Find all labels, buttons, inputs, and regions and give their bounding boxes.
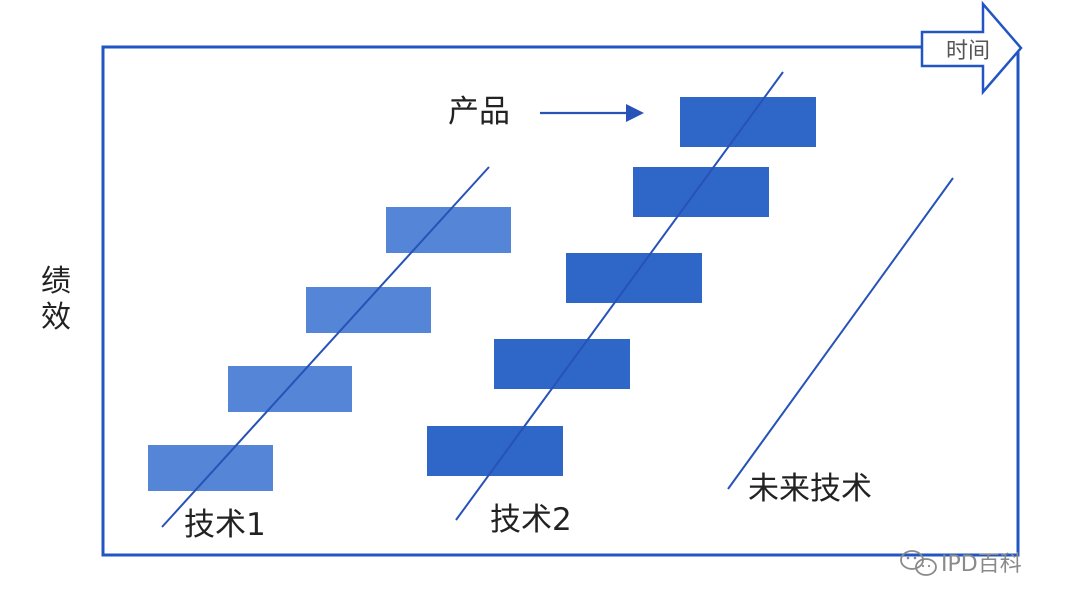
performance-label-char-1: 绩 [41, 264, 71, 299]
tech1-bars [148, 207, 511, 491]
frame-border [101, 45, 1020, 557]
tech2-bar [427, 426, 563, 476]
wechat-icon [900, 550, 937, 576]
watermark: IPD百科 [900, 550, 1022, 577]
future-tech-trend-line [727, 177, 954, 490]
performance-label-char-2: 效 [41, 300, 71, 335]
tech2-bar [680, 97, 816, 147]
tech1-trend-line [161, 166, 490, 528]
product-label: 产品 [448, 94, 510, 130]
frame [101, 45, 1020, 557]
tech1-bar [228, 366, 352, 412]
tech2-trend-line [455, 71, 784, 521]
tech1-label: 技术1 [184, 507, 266, 543]
tech2-label: 技术2 [490, 502, 572, 538]
time-arrow-shape [920, 0, 1023, 96]
time-axis-arrow: 时间 [920, 0, 1023, 96]
watermark-text: IPD百科 [941, 552, 1022, 577]
tech2-bar [494, 339, 630, 389]
tech2-bar [566, 253, 702, 303]
future-tech-label: 未来技术 [748, 471, 872, 507]
tech1-bar [386, 207, 511, 253]
product-arrow-head [626, 104, 644, 122]
product-arrow [540, 104, 644, 122]
time-axis-label: 时间 [946, 39, 990, 64]
tech1-bar [148, 445, 273, 491]
tech1-bar [306, 287, 431, 333]
tech2-bars [427, 97, 816, 476]
tech2-bar [633, 167, 769, 217]
